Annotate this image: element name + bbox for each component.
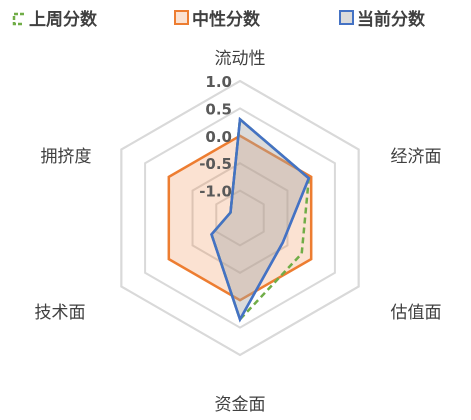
tick-label: -0.5 — [199, 155, 232, 173]
grid-ring-4 — [215, 189, 265, 247]
series-2-outline — [210, 116, 311, 323]
legend: 上周分数 中性分数 当前分数 — [12, 9, 426, 30]
series-layer — [167, 116, 313, 323]
tick-label: 0.5 — [205, 100, 232, 118]
tick-label: 1.0 — [205, 73, 232, 91]
axis-label: 经济面 — [391, 147, 442, 167]
legend-swatch — [174, 10, 189, 25]
axis-label: 流动性 — [215, 49, 266, 69]
grid-outer-ring — [120, 79, 360, 357]
radial-tick-labels: 1.0 0.5 0.0 -0.5 -1.0 — [199, 73, 232, 201]
grid-ring-3 — [191, 162, 289, 274]
legend-label: 当前分数 — [357, 9, 426, 30]
axis-label: 资金面 — [215, 395, 266, 415]
axis-label: 技术面 — [35, 303, 86, 323]
legend-label: 上周分数 — [29, 9, 98, 30]
grid-ring-1 — [144, 107, 336, 329]
axis-label: 估值面 — [391, 303, 442, 323]
legend-swatch — [339, 10, 354, 25]
series-1-polygon — [167, 134, 313, 302]
tick-label: -1.0 — [199, 183, 232, 201]
legend-label: 中性分数 — [192, 9, 261, 30]
tick-label: 0.0 — [205, 128, 232, 146]
axis-label: 拥挤度 — [41, 147, 92, 167]
legend-swatch-dashed — [12, 12, 24, 26]
